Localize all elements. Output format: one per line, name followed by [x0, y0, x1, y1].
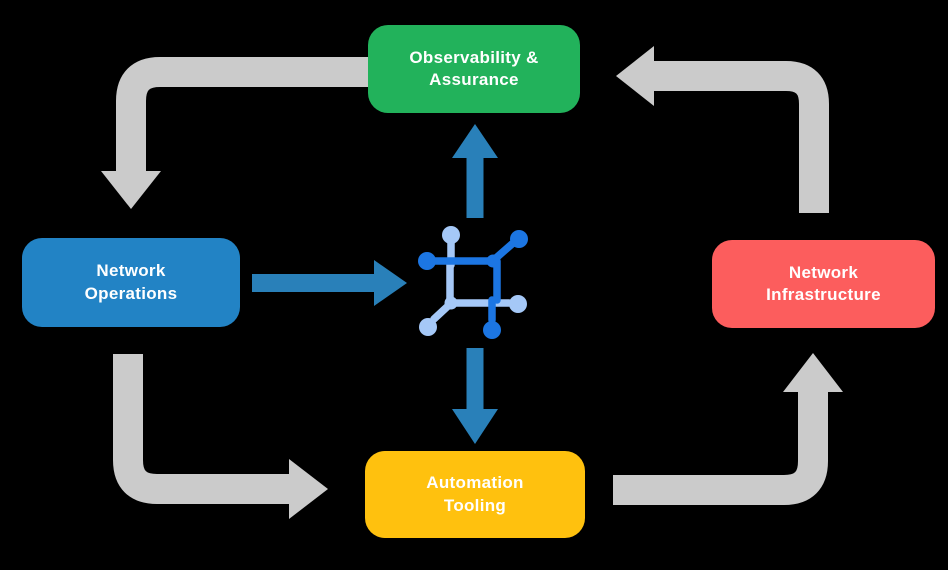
node-label: Network Operations: [84, 261, 178, 303]
arrow-shaft: [113, 354, 290, 504]
flow-arrow-icon-to-observability: [452, 124, 498, 218]
arrow-shaft: [116, 57, 368, 172]
icon-branch-bottom-left: [430, 302, 452, 323]
cycle-arrow-operations-to-tooling: [113, 354, 328, 519]
cycle-arrow-tooling-to-infrastructure: [613, 353, 843, 505]
cycle-arrow-infrastructure-to-observability: [616, 46, 829, 213]
cycle-arrow-observability-to-operations: [101, 57, 368, 209]
network-nodes-icon: [418, 226, 528, 339]
arrow-head: [616, 46, 654, 106]
node-network-operations: Network Operations: [22, 238, 240, 327]
node-label: Network Infrastructure: [766, 262, 881, 304]
icon-branch-top-right: [492, 240, 516, 262]
arrow-shaft: [613, 391, 828, 505]
arrow-head: [101, 171, 161, 209]
node-observability-assurance: Observability & Assurance: [368, 25, 580, 113]
arrow-head: [452, 409, 498, 444]
arrow-head: [289, 459, 328, 519]
arrow-head: [374, 260, 407, 306]
icon-node-bottom: [483, 321, 501, 339]
arrow-head: [783, 353, 843, 392]
arrow-shaft: [653, 61, 829, 213]
icon-node-top-right: [510, 230, 528, 248]
node-automation-tooling: Automation Tooling: [365, 451, 585, 538]
flow-arrow-icon-to-tooling: [452, 348, 498, 444]
node-label: Automation Tooling: [426, 473, 524, 515]
icon-node-top: [442, 226, 460, 244]
arrow-head: [452, 124, 498, 158]
node-label: Observability & Assurance: [409, 47, 539, 89]
node-network-infrastructure: Network Infrastructure: [712, 240, 935, 328]
icon-node-bottom-left: [419, 318, 437, 336]
flow-arrow-operations-to-icon: [252, 260, 407, 306]
icon-node-left: [418, 252, 436, 270]
icon-node-right: [509, 295, 527, 313]
